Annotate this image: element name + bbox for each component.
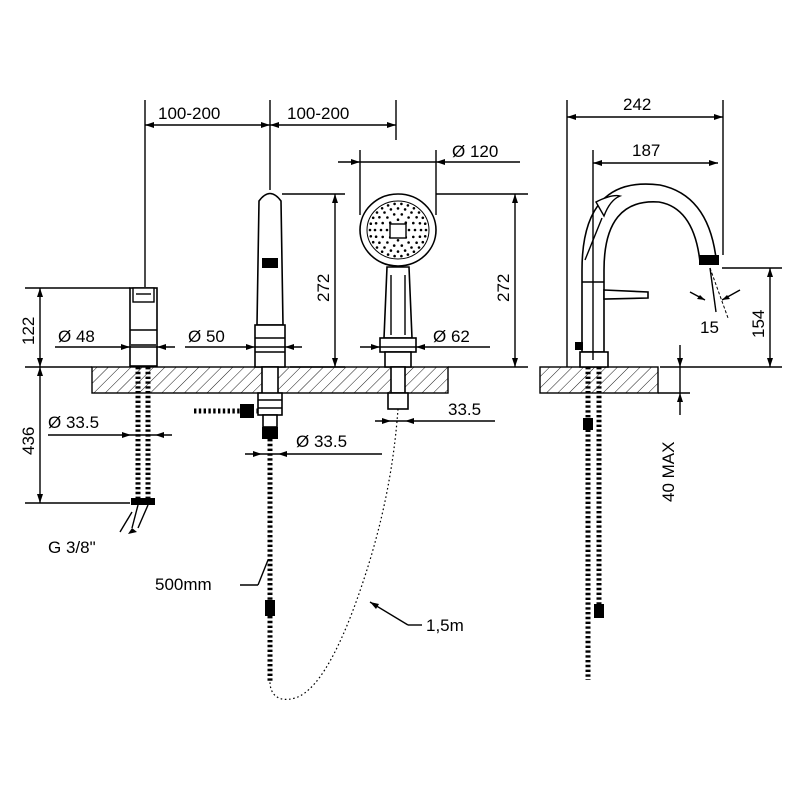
nozzle-dot [371, 240, 375, 244]
nozzle-dot [419, 228, 423, 232]
nozzle-dot [406, 253, 410, 256]
nozzle-dot [393, 202, 396, 206]
dim-side-reach: 187 [632, 141, 660, 160]
spout-flex-hose [265, 439, 275, 682]
label-flex-500: 500mm [155, 575, 212, 594]
dim-spout-height: 272 [314, 274, 333, 302]
nozzle-dot [383, 211, 386, 214]
nozzle-dot [406, 204, 410, 207]
nozzle-dot [386, 204, 390, 207]
nozzle-dot [386, 216, 389, 219]
nozzle-dot [396, 218, 400, 221]
nozzle-dot [417, 246, 421, 249]
dim-holder-hole-diameter: 33.5 [448, 400, 481, 419]
nozzle-dot [373, 228, 377, 232]
dim-deck-thickness: 40 MAX [659, 442, 678, 502]
dim-mixer-hole-diameter: Ø 33.5 [48, 413, 99, 432]
nozzle-dot [400, 244, 404, 247]
dim-spacing-left: 100-200 [158, 104, 220, 123]
nozzle-dot [424, 228, 428, 232]
shower-nozzles [368, 202, 428, 258]
nozzle-dot [412, 235, 415, 239]
nozzle-dot [386, 241, 389, 244]
dim-holder-diameter: Ø 62 [433, 327, 470, 346]
dim-side-projection: 242 [623, 95, 651, 114]
nozzle-dot [396, 239, 400, 242]
nozzle-dot [410, 211, 413, 214]
side-view-hoses [583, 367, 604, 680]
nozzle-dot [378, 216, 381, 219]
nozzle-dot [417, 211, 421, 214]
nozzle-dot [374, 235, 378, 238]
side-view-faucet [575, 183, 719, 368]
mixer-body [129, 287, 158, 367]
spout [254, 192, 286, 368]
dim-shower-height: 272 [494, 274, 513, 302]
nozzle-dot [415, 216, 418, 219]
nozzle-dot [421, 216, 425, 220]
nozzle-dot [369, 222, 373, 225]
dim-flex-length: 436 [19, 427, 38, 455]
nozzle-dot [375, 211, 379, 214]
nozzle-dot [393, 254, 396, 258]
shower-connector [387, 366, 409, 410]
countertop-side [539, 366, 659, 394]
nozzle-dot [381, 235, 385, 239]
nozzle-dot [383, 246, 386, 249]
nozzle-dot [418, 235, 422, 238]
nozzle-dot [385, 228, 389, 232]
nozzle-dot [400, 202, 403, 206]
hand-shower [359, 193, 437, 368]
nozzle-dot [413, 228, 417, 232]
dim-side-height: 154 [749, 310, 768, 338]
spout-connector [194, 366, 283, 439]
dim-angle: 15 [700, 318, 719, 337]
nozzle-dot [374, 222, 378, 225]
nozzle-dot [418, 222, 422, 225]
nozzle-dot [403, 208, 407, 211]
dim-spout-hole-diameter: Ø 33.5 [296, 432, 347, 451]
dim-shower-head-diameter: Ø 120 [452, 142, 498, 161]
nozzle-dot [407, 241, 410, 244]
nozzle-dot [415, 241, 418, 244]
nozzle-dot [392, 244, 396, 247]
nozzle-dot [380, 207, 384, 210]
dim-mixer-diameter: Ø 48 [58, 327, 95, 346]
dimension-lines [25, 100, 782, 626]
nozzle-dot [371, 216, 375, 220]
nozzle-dot [400, 254, 403, 258]
shower-hose-loop [269, 408, 399, 700]
nozzle-dot [396, 250, 400, 253]
nozzle-dot [392, 213, 396, 216]
dim-spout-base-diameter: Ø 50 [188, 327, 225, 346]
nozzle-dot [407, 216, 410, 219]
label-shower-hose: 1,5m [426, 616, 464, 635]
nozzle-dot [369, 235, 373, 238]
nozzle-dot [380, 250, 384, 253]
mixer-flex-hoses [128, 367, 155, 534]
nozzle-dot [378, 241, 381, 244]
nozzle-dot [412, 207, 416, 210]
nozzle-dot [375, 246, 379, 249]
dim-spacing-right: 100-200 [287, 104, 349, 123]
nozzle-dot [423, 235, 427, 238]
nozzle-dot [386, 253, 390, 256]
nozzle-dot [396, 207, 400, 210]
nozzle-dot [407, 228, 411, 232]
nozzle-dot [381, 221, 385, 225]
nozzle-dot [368, 228, 372, 232]
nozzle-dot [389, 208, 393, 211]
label-thread: G 3/8" [48, 538, 96, 557]
nozzle-dot [403, 249, 407, 252]
nozzle-dot [412, 221, 415, 225]
nozzle-dot [423, 222, 427, 225]
nozzle-dot [379, 228, 383, 232]
nozzle-dot [410, 246, 413, 249]
nozzle-dot [421, 240, 425, 244]
dim-mixer-height: 122 [19, 317, 38, 345]
nozzle-dot [389, 249, 393, 252]
nozzle-dot [400, 213, 404, 216]
nozzle-dot [412, 250, 416, 253]
